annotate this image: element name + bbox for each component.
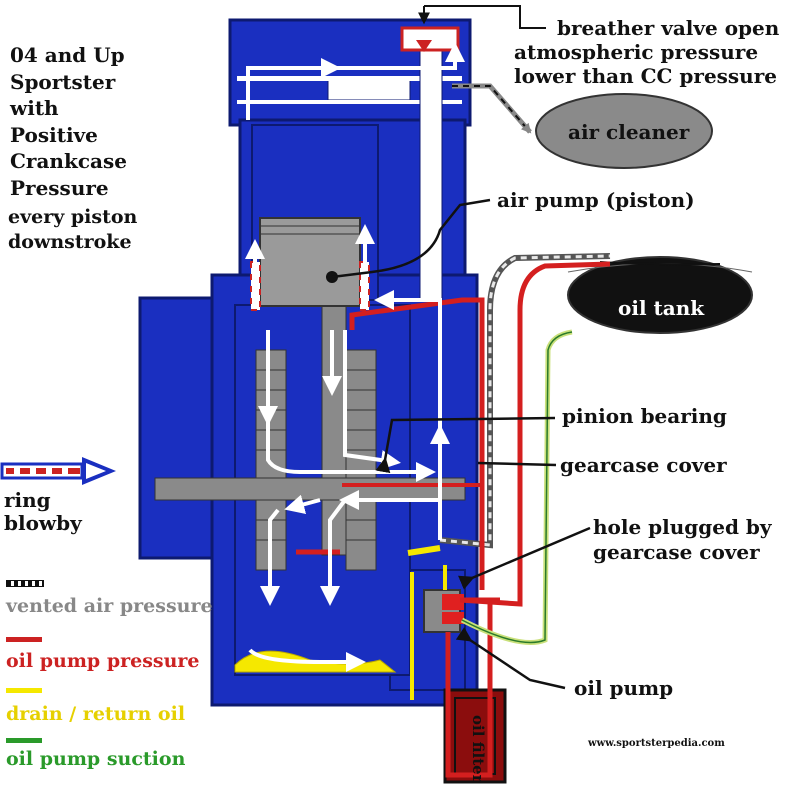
legend-vented-air: vented air pressure	[6, 595, 213, 617]
piston	[250, 217, 370, 311]
oil-filter	[443, 688, 507, 784]
oil-tank	[567, 256, 753, 334]
legend-oil-pump-suction: oil pump suction	[6, 748, 186, 770]
breather-line2-label: atmospheric pressure	[514, 40, 759, 64]
ring-blowby-icon	[0, 457, 116, 485]
diagram-title: 04 and Up Sportster with Positive Crankc…	[10, 43, 127, 200]
oil-filter-label: oil filter	[469, 715, 487, 783]
breather-line3-label: lower than CC pressure	[514, 64, 777, 88]
watermark: www.sportsterpedia.com	[588, 738, 725, 749]
legend-swatch-vented	[6, 580, 44, 587]
breather-valve	[400, 5, 546, 52]
air-cleaner	[452, 83, 713, 169]
hole-plugged-label-1: hole plugged by	[593, 515, 772, 539]
legend-swatch-oil-pressure	[6, 637, 42, 642]
diagram-subtitle: every piston downstroke	[8, 206, 138, 253]
legend-oil-pump-pressure: oil pump pressure	[6, 650, 200, 672]
pinion-bearing-label: pinion bearing	[562, 404, 727, 428]
air-pump-label: air pump (piston)	[497, 188, 695, 212]
ring-blowby-label-2: blowby	[4, 511, 82, 535]
air-cleaner-label: air cleaner	[568, 120, 690, 144]
gearcase-cover-label: gearcase cover	[560, 453, 727, 477]
legend-swatch-suction	[6, 738, 42, 743]
leader-lines	[331, 198, 591, 690]
ring-blowby-label-1: ring	[4, 488, 51, 512]
legend-drain-return: drain / return oil	[6, 703, 186, 725]
breather-valve-label: breather valve open	[557, 16, 780, 40]
oil-lines	[296, 253, 611, 778]
oil-pump	[423, 589, 464, 633]
oil-pump-label: oil pump	[574, 676, 674, 700]
legend-swatch-drain	[6, 688, 42, 693]
oil-tank-label: oil tank	[618, 296, 705, 320]
hole-plugged-label-2: gearcase cover	[593, 540, 760, 564]
